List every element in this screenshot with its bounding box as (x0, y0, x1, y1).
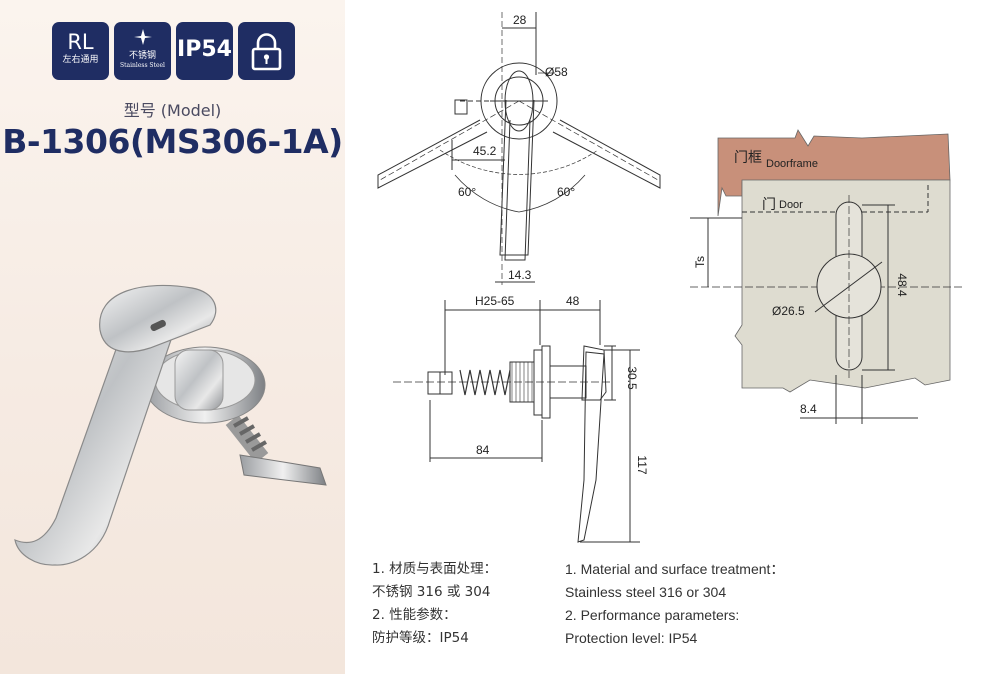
dim-h-range: H25-65 (475, 294, 515, 308)
keyhole (150, 319, 166, 332)
door-en: Door (779, 199, 803, 211)
model-label: 型号 (Model) (123, 101, 222, 120)
cutout-view (690, 129, 965, 424)
ip-badge-title: IP54 (177, 37, 232, 62)
dim-angle-right: 60° (557, 185, 575, 199)
stainless-badge-subtitle: Stainless Steel (120, 62, 165, 69)
door-cn: 门 (762, 197, 776, 213)
technical-drawings: 28 Ø58 45.2 60° 60° 14.3 H25-65 48 30.5 … (377, 12, 965, 543)
rl-badge-subtitle: 左右通用 (62, 55, 99, 65)
dim-48-4: 48.4 (895, 273, 909, 297)
dim-48: 48 (566, 294, 580, 308)
dim-26-5: Ø26.5 (772, 304, 805, 318)
spec-cn-line: 不锈钢 316 或 304 (372, 584, 491, 600)
doorframe-en: Doorframe (766, 158, 818, 170)
spec-cn-line: 防护等级：IP54 (372, 630, 469, 646)
dim-diameter: Ø58 (545, 65, 568, 79)
ip-badge: IP54 (176, 22, 233, 80)
dim-bottom: 14.3 (508, 268, 532, 282)
spec-cn-line: 2. 性能参数： (372, 607, 457, 623)
specs-chinese: 1. 材质与表面处理： 不锈钢 316 或 304 2. 性能参数： 防护等级：… (372, 558, 497, 650)
product-panel: RL 左右通用 不锈钢 Stainless Steel IP54 型号 (Mod… (0, 0, 345, 674)
stainless-badge: 不锈钢 Stainless Steel (114, 22, 171, 80)
spec-en-line: Protection level: IP54 (565, 630, 698, 646)
dim-angle-left: 60° (458, 185, 476, 199)
spec-en-line: 1. Material and surface treatment： (565, 561, 785, 577)
padlock-icon (251, 33, 282, 71)
side-view (393, 300, 640, 543)
dim-ts: Ts (693, 256, 707, 268)
lock-badge (238, 22, 295, 80)
handle-photo (14, 284, 327, 566)
dim-30-5: 30.5 (625, 366, 639, 390)
dim-84: 84 (476, 443, 490, 457)
spec-en-line: 2. Performance parameters: (565, 607, 740, 623)
dim-width: 28 (513, 13, 527, 27)
rl-badge-title: RL (67, 30, 94, 54)
spec-en-line: Stainless steel 316 or 304 (565, 584, 727, 600)
dim-offset: 45.2 (473, 144, 497, 158)
doorframe-cn: 门框 (734, 150, 762, 166)
lever-arm (14, 309, 176, 566)
specs-english: 1. Material and surface treatment： Stain… (565, 558, 784, 650)
spec-cn-line: 1. 材质与表面处理： (372, 561, 498, 577)
handle-head (99, 284, 217, 353)
dim-117: 117 (635, 455, 649, 474)
model-name: B-1306(MS306-1A) (2, 122, 343, 161)
cam-tongue (239, 454, 327, 486)
star-icon (133, 29, 152, 45)
top-view (377, 12, 661, 285)
doorframe-shape (717, 129, 951, 217)
rl-badge: RL 左右通用 (52, 22, 109, 80)
dim-8-4: 8.4 (800, 402, 817, 416)
stainless-badge-title: 不锈钢 (128, 51, 156, 61)
